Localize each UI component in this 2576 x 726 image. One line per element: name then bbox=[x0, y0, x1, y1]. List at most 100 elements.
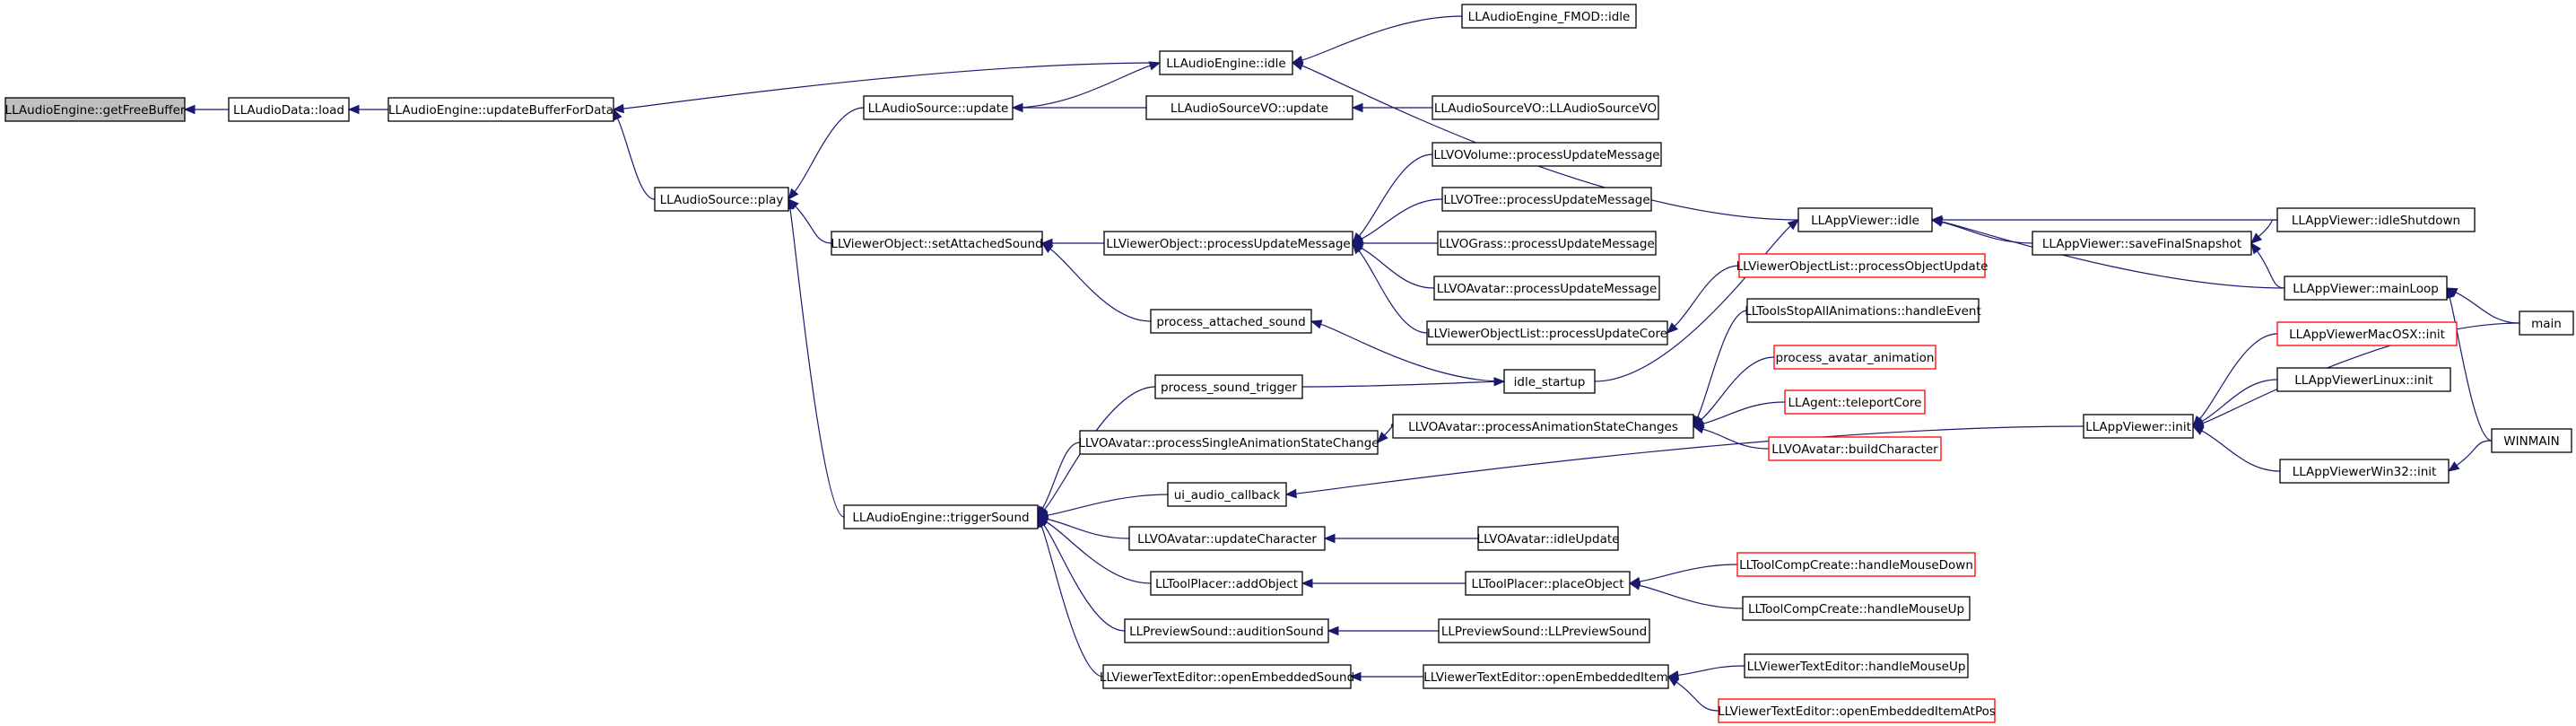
node-box[interactable] bbox=[2276, 207, 2476, 232]
node-llviewerobject-processupdatemessage[interactable]: LLViewerObject::processUpdateMessage bbox=[1103, 231, 1353, 256]
node-llaudioengine-updatebufferfordata[interactable]: LLAudioEngine::updateBufferForData bbox=[387, 97, 614, 122]
node-box[interactable] bbox=[1432, 95, 1659, 120]
node-llaudioengine-triggersound[interactable]: LLAudioEngine::triggerSound bbox=[843, 504, 1039, 529]
node-box[interactable] bbox=[1167, 482, 1287, 507]
node-llagent-teleportcore[interactable]: LLAgent::teleportCore bbox=[1784, 389, 1926, 415]
node-box[interactable] bbox=[1154, 374, 1303, 399]
node-llviewertexteditor-openembeddeditematpos[interactable]: LLViewerTextEditor::openEmbeddedItemAtPo… bbox=[1718, 698, 1996, 723]
node-box[interactable] bbox=[1718, 698, 1996, 723]
node-box[interactable] bbox=[1426, 320, 1668, 346]
node-box[interactable] bbox=[1461, 4, 1637, 29]
node-box[interactable] bbox=[1128, 526, 1326, 551]
node-box[interactable] bbox=[2279, 459, 2450, 484]
node-process-sound-trigger[interactable]: process_sound_trigger bbox=[1154, 374, 1303, 399]
node-llaudiosourcevo-update[interactable]: LLAudioSourceVO::update bbox=[1145, 95, 1353, 120]
node-box[interactable] bbox=[2032, 231, 2252, 256]
node-box[interactable] bbox=[4, 97, 186, 122]
node-llaudioengine-getfreebuffer[interactable]: LLAudioEngine::getFreeBuffer bbox=[4, 97, 186, 122]
node-box[interactable] bbox=[1744, 653, 1969, 678]
node-lltoolplacer-placeobject[interactable]: LLToolPlacer::placeObject bbox=[1465, 571, 1631, 596]
node-box[interactable] bbox=[1150, 309, 1312, 334]
node-box[interactable] bbox=[1432, 142, 1662, 167]
node-llaudiosource-update[interactable]: LLAudioSource::update bbox=[863, 95, 1014, 120]
node-box[interactable] bbox=[1438, 618, 1650, 643]
node-box[interactable] bbox=[1433, 276, 1660, 301]
node-box[interactable] bbox=[2491, 428, 2572, 453]
node-box[interactable] bbox=[228, 97, 350, 122]
node-idle-startup[interactable]: idle_startup bbox=[1503, 369, 1596, 394]
node-process-avatar-animation[interactable]: process_avatar_animation bbox=[1773, 345, 1936, 370]
node-llvotree-processupdatemessage[interactable]: LLVOTree::processUpdateMessage bbox=[1441, 187, 1652, 212]
node-llviewertexteditor-handlemouseup[interactable]: LLViewerTextEditor::handleMouseUp bbox=[1744, 653, 1969, 678]
node-llviewerobjectlist-processupdatecore[interactable]: LLViewerObjectList::processUpdateCore bbox=[1426, 320, 1668, 346]
node-box[interactable] bbox=[2083, 414, 2194, 439]
node-llpreviewsound-llpreviewsound[interactable]: LLPreviewSound::LLPreviewSound bbox=[1438, 618, 1650, 643]
node-llvograss-processupdatemessage[interactable]: LLVOGrass::processUpdateMessage bbox=[1437, 231, 1657, 256]
node-lltoolsstopallanimations-handleevent[interactable]: LLToolsStopAllAnimations::handleEvent bbox=[1745, 298, 1981, 323]
node-llappviewer-idle[interactable]: LLAppViewer::idle bbox=[1797, 207, 1933, 232]
node-llviewerobjectlist-processobjectupdate[interactable]: LLViewerObjectList::processObjectUpdate bbox=[1736, 253, 1989, 278]
node-box[interactable] bbox=[1465, 571, 1631, 596]
node-llvovolume-processupdatemessage[interactable]: LLVOVolume::processUpdateMessage bbox=[1432, 142, 1662, 167]
node-llpreviewsound-auditionsound[interactable]: LLPreviewSound::auditionSound bbox=[1124, 618, 1329, 643]
node-lltoolcompcreate-handlemouseup[interactable]: LLToolCompCreate::handleMouseUp bbox=[1742, 596, 1971, 621]
node-box[interactable] bbox=[1392, 414, 1694, 439]
node-box[interactable] bbox=[2276, 367, 2451, 392]
node-box[interactable] bbox=[1736, 552, 1976, 577]
node-llviewertexteditor-openembeddeditem[interactable]: LLViewerTextEditor::openEmbeddedItem bbox=[1423, 664, 1669, 689]
node-box[interactable] bbox=[1437, 231, 1657, 256]
node-box[interactable] bbox=[1124, 618, 1329, 643]
node-main[interactable]: main bbox=[2519, 311, 2574, 336]
node-llaudiodata-load[interactable]: LLAudioData::load bbox=[228, 97, 350, 122]
node-llvoavatar-processupdatemessage[interactable]: LLVOAvatar::processUpdateMessage bbox=[1433, 276, 1660, 301]
node-box[interactable] bbox=[1477, 526, 1619, 551]
node-box[interactable] bbox=[1159, 50, 1293, 75]
node-box[interactable] bbox=[1145, 95, 1353, 120]
node-llappviewer-idleshutdown[interactable]: LLAppViewer::idleShutdown bbox=[2276, 207, 2476, 232]
node-winmain[interactable]: WINMAIN bbox=[2491, 428, 2572, 453]
node-llvoavatar-processanimationstatechanges[interactable]: LLVOAvatar::processAnimationStateChanges bbox=[1392, 414, 1694, 439]
node-box[interactable] bbox=[1150, 571, 1303, 596]
node-box[interactable] bbox=[863, 95, 1014, 120]
node-llappviewermacosx-init[interactable]: LLAppViewerMacOSX::init bbox=[2276, 321, 2458, 346]
node-lltoolcompcreate-handlemousedown[interactable]: LLToolCompCreate::handleMouseDown bbox=[1736, 552, 1976, 577]
node-box[interactable] bbox=[1773, 345, 1936, 370]
node-llvoavatar-buildcharacter[interactable]: LLVOAvatar::buildCharacter bbox=[1768, 436, 1942, 461]
node-box[interactable] bbox=[1423, 664, 1669, 689]
node-box[interactable] bbox=[831, 231, 1043, 256]
node-box[interactable] bbox=[1768, 436, 1942, 461]
node-llappviewer-init[interactable]: LLAppViewer::init bbox=[2083, 414, 2194, 439]
node-box[interactable] bbox=[654, 187, 789, 212]
node-llvoavatar-processsingleanimationstatechange[interactable]: LLVOAvatar::processSingleAnimationStateC… bbox=[1078, 430, 1379, 455]
node-llaudioengine-fmod-idle[interactable]: LLAudioEngine_FMOD::idle bbox=[1461, 4, 1637, 29]
node-box[interactable] bbox=[1503, 369, 1596, 394]
node-box[interactable] bbox=[1102, 664, 1352, 689]
node-box[interactable] bbox=[1784, 389, 1926, 415]
node-llvoavatar-idleupdate[interactable]: LLVOAvatar::idleUpdate bbox=[1477, 526, 1620, 551]
node-llvoavatar-updatecharacter[interactable]: LLVOAvatar::updateCharacter bbox=[1128, 526, 1326, 551]
node-box[interactable] bbox=[387, 97, 614, 122]
node-box[interactable] bbox=[1079, 430, 1379, 455]
node-llviewerobject-setattachedsound[interactable]: LLViewerObject::setAttachedSound bbox=[831, 231, 1043, 256]
node-llviewertexteditor-openembeddedsound[interactable]: LLViewerTextEditor::openEmbeddedSound bbox=[1100, 664, 1354, 689]
node-llappviewerwin32-init[interactable]: LLAppViewerWin32::init bbox=[2279, 459, 2450, 484]
node-box[interactable] bbox=[2519, 311, 2574, 336]
node-llaudioengine-idle[interactable]: LLAudioEngine::idle bbox=[1159, 50, 1293, 75]
node-llappviewer-savefinalsnapshot[interactable]: LLAppViewer::saveFinalSnapshot bbox=[2032, 231, 2252, 256]
node-box[interactable] bbox=[843, 504, 1039, 529]
node-box[interactable] bbox=[2284, 276, 2448, 301]
node-box[interactable] bbox=[1103, 231, 1353, 256]
node-box[interactable] bbox=[2276, 321, 2458, 346]
node-ui-audio-callback[interactable]: ui_audio_callback bbox=[1167, 482, 1287, 507]
node-box[interactable] bbox=[1797, 207, 1933, 232]
node-llaudiosourcevo-llaudiosourcevo[interactable]: LLAudioSourceVO::LLAudioSourceVO bbox=[1432, 95, 1659, 120]
node-box[interactable] bbox=[1742, 596, 1971, 621]
node-box[interactable] bbox=[1746, 298, 1980, 323]
node-box[interactable] bbox=[1738, 253, 1986, 278]
node-llappviewerlinux-init[interactable]: LLAppViewerLinux::init bbox=[2276, 367, 2451, 392]
node-lltoolplacer-addobject[interactable]: LLToolPlacer::addObject bbox=[1150, 571, 1303, 596]
node-box[interactable] bbox=[1441, 187, 1652, 212]
node-llaudiosource-play[interactable]: LLAudioSource::play bbox=[654, 187, 789, 212]
node-process-attached-sound[interactable]: process_attached_sound bbox=[1150, 309, 1312, 334]
node-llappviewer-mainloop[interactable]: LLAppViewer::mainLoop bbox=[2284, 276, 2448, 301]
